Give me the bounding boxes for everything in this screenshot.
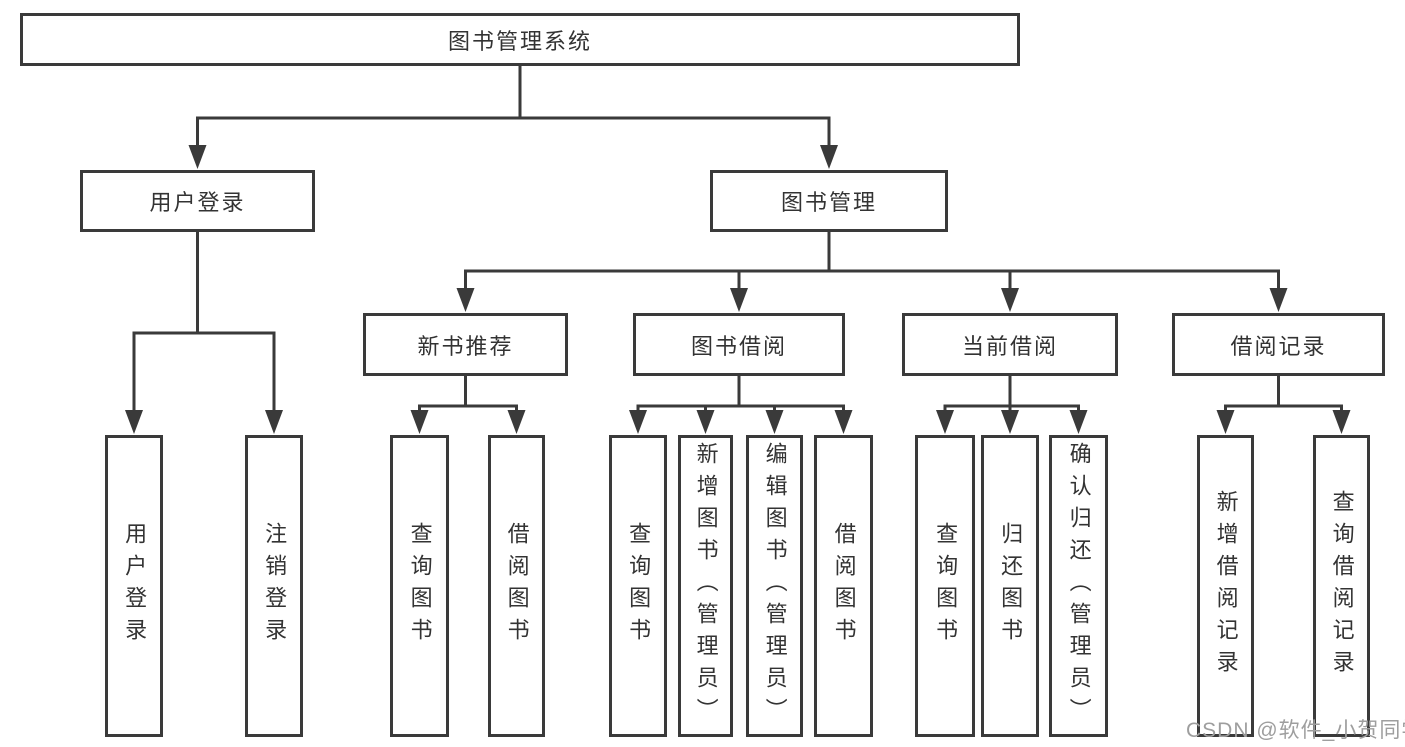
leaf-label: 归还图书 [998,522,1024,650]
node-book-management: 图书管理 [710,170,948,232]
node-user-login: 用户登录 [80,170,315,232]
node-book-borrow: 图书借阅 [633,313,845,376]
leaf-logout: 注销登录 [245,435,303,737]
leaf-label: 新增借阅记录 [1213,490,1239,682]
leaf-label: 查询借阅记录 [1329,490,1355,682]
leaf-label: 查询图书 [407,522,433,650]
leaf-confirm-return-admin: 确认归还（管理员） [1049,435,1108,737]
leaf-label: 确认归还（管理员） [1066,442,1092,730]
leaf-borrow-books-2: 借阅图书 [814,435,873,737]
leaf-query-borrow-record: 查询借阅记录 [1313,435,1370,737]
leaf-user-login: 用户登录 [105,435,163,737]
leaf-borrow-books: 借阅图书 [488,435,545,737]
node-library-management-system: 图书管理系统 [20,13,1020,66]
leaf-query-books-2: 查询图书 [609,435,667,737]
node-label: 图书管理系统 [447,28,592,54]
leaf-query-books-3: 查询图书 [915,435,975,737]
leaf-label: 查询图书 [626,522,652,650]
csdn-watermark: CSDN @软件_小贺同学 [1186,719,1405,742]
leaf-label: 编辑图书（管理员） [762,442,788,730]
leaf-label: 借阅图书 [504,522,530,650]
node-label: 新书推荐 [417,333,514,359]
leaf-add-books-admin: 新增图书（管理员） [678,435,733,737]
node-label: 借阅记录 [1230,333,1327,359]
node-current-borrow: 当前借阅 [902,313,1118,376]
node-new-book-recommend: 新书推荐 [363,313,568,376]
node-label: 图书管理 [780,190,877,215]
leaf-label: 用户登录 [122,522,148,650]
leaf-label: 查询图书 [933,522,959,650]
node-label: 当前借阅 [961,333,1058,359]
leaf-return-books: 归还图书 [981,435,1039,737]
node-label: 图书借阅 [690,333,787,359]
node-label: 用户登录 [149,190,246,215]
leaf-label: 注销登录 [262,522,288,650]
node-borrow-record: 借阅记录 [1172,313,1385,376]
leaf-label: 借阅图书 [831,522,857,650]
leaf-edit-books-admin: 编辑图书（管理员） [746,435,803,737]
leaf-add-borrow-record: 新增借阅记录 [1197,435,1254,737]
leaf-label: 新增图书（管理员） [693,442,719,730]
leaf-query-books: 查询图书 [390,435,449,737]
